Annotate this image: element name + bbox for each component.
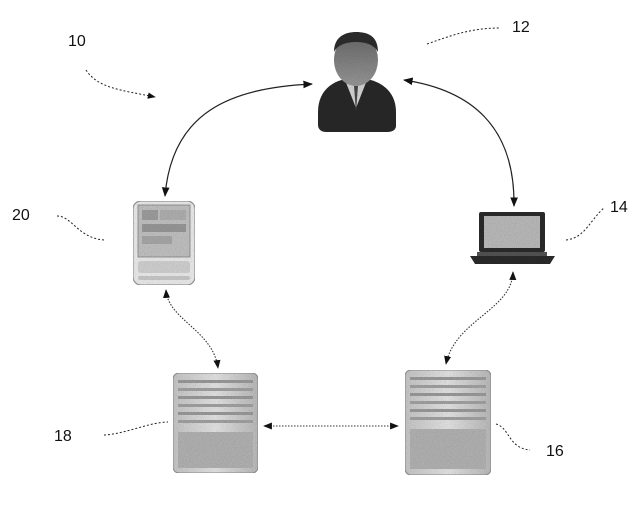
server-left-ref-label: 18 (54, 428, 72, 445)
server-right-ref-label: 16 (546, 443, 564, 460)
server-left-leader-line (104, 422, 168, 435)
handheld-leader-line (57, 216, 104, 240)
user-ref-label: 12 (512, 19, 530, 36)
system-ref-label: 10 (68, 33, 86, 50)
link-user-handheld (165, 84, 312, 196)
user-leader-line (427, 28, 500, 44)
server-left-icon (173, 373, 258, 473)
handheld-ref-label: 20 (12, 207, 30, 224)
server-right-icon (405, 370, 491, 475)
link-user-laptop (404, 80, 514, 206)
handheld-device-icon (133, 201, 195, 285)
laptop-leader-line (566, 208, 604, 240)
laptop-ref-label: 14 (610, 199, 628, 216)
link-laptop-server-right (446, 272, 513, 364)
laptop-icon (470, 212, 555, 264)
user-icon (318, 32, 396, 132)
server-right-leader-line (496, 424, 530, 450)
link-handheld-server-left (166, 290, 218, 368)
system-leader-line (86, 70, 155, 97)
